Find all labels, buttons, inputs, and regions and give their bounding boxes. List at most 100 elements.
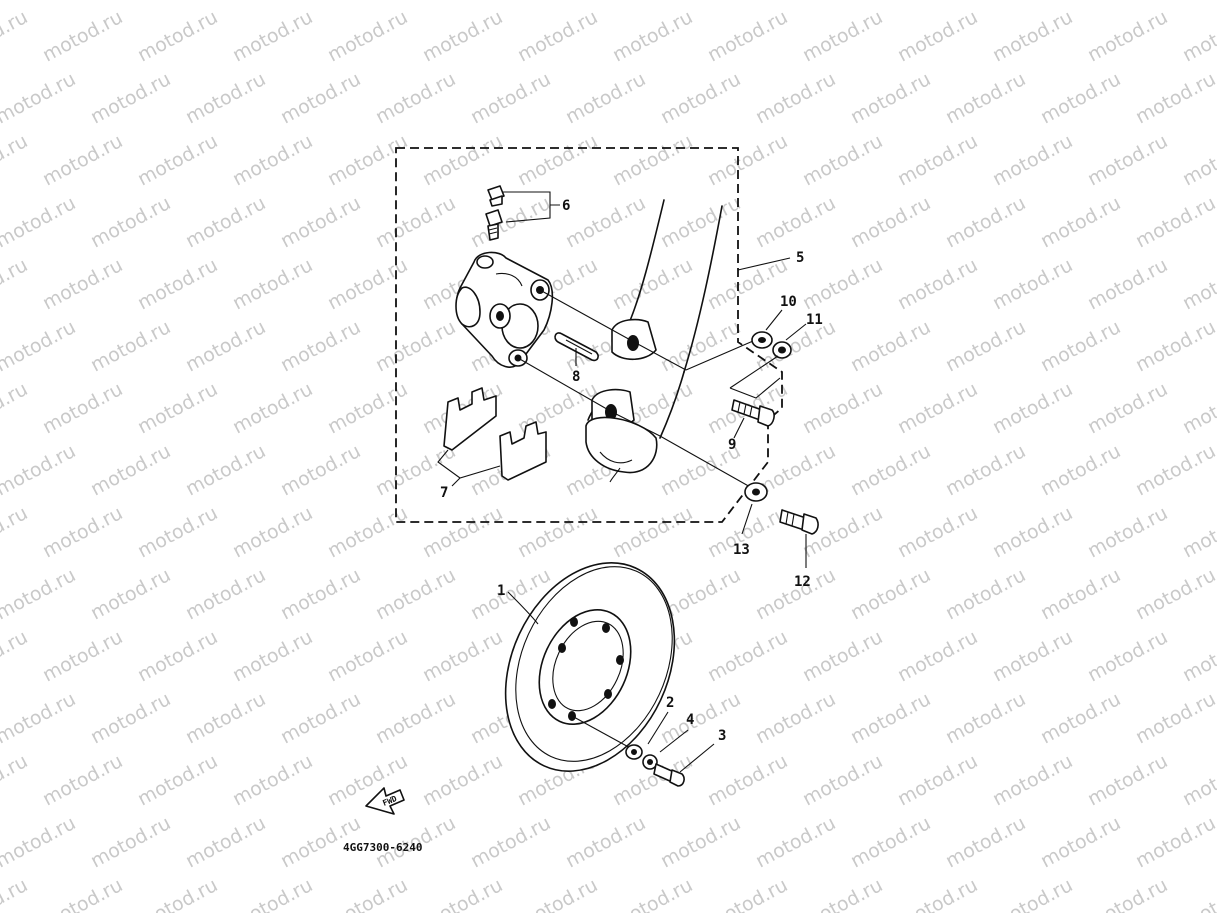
watermark-text: motod.ru [942,0,1029,4]
disc-fastener-leaders [647,711,715,773]
watermark-text: motod.ru [324,502,411,562]
watermark-text: motod.ru [1179,750,1217,810]
watermark-text: motod.ru [704,6,791,66]
callout-1: 1 [497,583,505,599]
callout-6: 6 [562,198,570,214]
watermark-text: motod.ru [1037,192,1124,252]
watermark-text: motod.ru [87,316,174,376]
watermark-text: motod.ru [942,564,1029,624]
callout-3: 3 [718,728,726,744]
watermark-text: motod.ru [799,626,886,686]
watermark-text: motod.ru [1037,812,1124,872]
watermark-text: motod.ru [894,874,981,913]
watermark-text: motod.ru [609,6,696,66]
watermark-text: motod.ru [87,0,174,4]
watermark-text: motod.ru [467,812,554,872]
watermark-text: motod.ru [182,0,269,4]
washer-13-leader [741,503,753,535]
watermark-text: motod.ru [894,130,981,190]
watermark-text: motod.ru [799,750,886,810]
washer-icon [744,482,768,502]
watermark-text: motod.ru [229,626,316,686]
watermark-text: motod.ru [134,254,221,314]
disc-leader [507,591,539,625]
watermark-text: motod.ru [0,378,31,438]
watermark-text: motod.ru [229,6,316,66]
watermark-text: motod.ru [182,564,269,624]
watermark-text: motod.ru [514,874,601,913]
watermark-text: motod.ru [942,316,1029,376]
watermark-text: motod.ru [134,378,221,438]
watermark-text: motod.ru [847,688,934,748]
watermark-text: motod.ru [847,316,934,376]
watermark-text: motod.ru [1132,192,1217,252]
watermark-text: motod.ru [277,68,364,128]
watermark-text: motod.ru [514,6,601,66]
watermark-text: motod.ru [419,130,506,190]
watermark-text: motod.ru [894,378,981,438]
watermark-text: motod.ru [942,688,1029,748]
watermark-text: motod.ru [182,316,269,376]
watermark-text: motod.ru [989,502,1076,562]
watermark-text: motod.ru [799,130,886,190]
watermark-text: motod.ru [0,0,79,4]
watermark-text: motod.ru [1037,68,1124,128]
watermark-text: motod.ru [847,440,934,500]
pad-pin-icon [554,332,599,362]
watermark-text: motod.ru [0,874,31,913]
watermark-text: motod.ru [182,68,269,128]
watermark-text: motod.ru [1037,564,1124,624]
watermark-text: motod.ru [229,378,316,438]
forward-arrow-icon: FWD [365,787,405,815]
watermark-text: motod.ru [847,192,934,252]
watermark-text: motod.ru [562,812,649,872]
mounting-bolt-icon [779,509,819,535]
watermark-text: motod.ru [0,192,79,252]
watermark-text: motod.ru [609,130,696,190]
watermark-text: motod.ru [657,68,744,128]
watermark-text: motod.ru [1179,6,1217,66]
watermark-text: motod.ru [39,6,126,66]
watermark-text: motod.ru [467,0,554,4]
watermark-text: motod.ru [562,192,649,252]
watermark-text: motod.ru [1179,254,1217,314]
watermark-text: motod.ru [894,6,981,66]
watermark-text: motod.ru [229,874,316,913]
watermark-text: motod.ru [1084,750,1171,810]
watermark-text: motod.ru [799,254,886,314]
watermark-text: motod.ru [324,254,411,314]
watermark-text: motod.ru [134,130,221,190]
watermark-text: motod.ru [419,874,506,913]
watermark-text: motod.ru [942,440,1029,500]
watermark-text: motod.ru [467,192,554,252]
watermark-text: motod.ru [609,254,696,314]
watermark-text: motod.ru [277,192,364,252]
watermark-text: motod.ru [277,688,364,748]
watermark-text: motod.ru [39,626,126,686]
watermark-text: motod.ru [1037,688,1124,748]
watermark-text: motod.ru [277,564,364,624]
watermark-text: motod.ru [847,812,934,872]
watermark-text: motod.ru [847,564,934,624]
watermark-text: motod.ru [1179,378,1217,438]
watermark-text: motod.ru [324,378,411,438]
watermark-text: motod.ru [894,254,981,314]
watermark-text: motod.ru [847,68,934,128]
watermark-text: motod.ru [372,564,459,624]
watermark-text: motod.ru [989,130,1076,190]
watermark-text: motod.ru [1084,874,1171,913]
watermark-text: motod.ru [87,440,174,500]
watermark-text: motod.ru [752,68,839,128]
watermark-text: motod.ru [752,812,839,872]
callout-7: 7 [440,485,448,501]
watermark-text: motod.ru [704,750,791,810]
watermark-text: motod.ru [1037,0,1124,4]
callout-5: 5 [796,250,804,266]
watermark-text: motod.ru [372,0,459,4]
pad-bracket [437,449,501,487]
disc-bolt-icon [653,763,685,787]
callout-4: 4 [686,712,694,728]
watermark-text: motod.ru [324,626,411,686]
watermark-text: motod.ru [419,750,506,810]
watermark-text: motod.ru [1132,812,1217,872]
